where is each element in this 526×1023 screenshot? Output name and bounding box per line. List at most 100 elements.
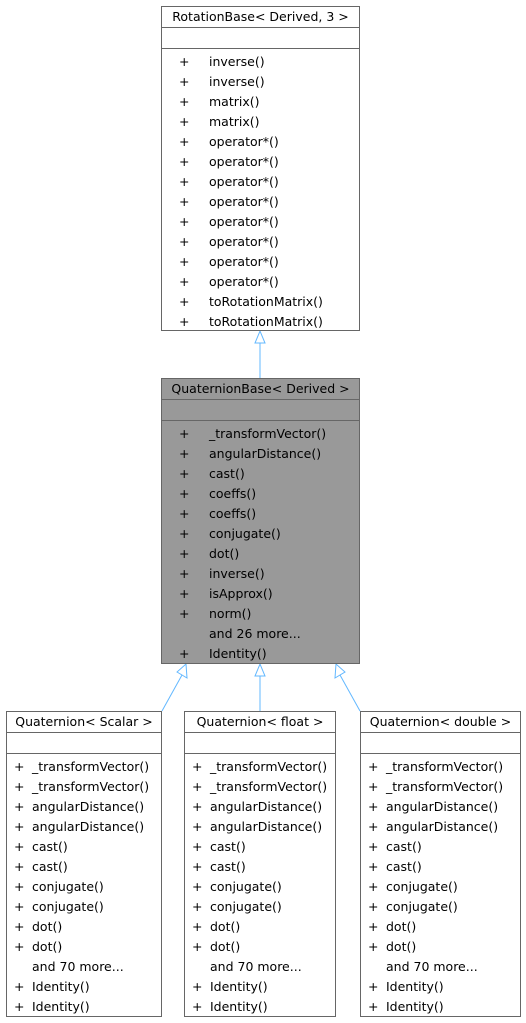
- member-row[interactable]: +dot(): [361, 937, 520, 957]
- visibility-marker: +: [179, 466, 190, 481]
- class-box-quaternion-double[interactable]: Quaternion< double > +_transformVector()…: [360, 711, 521, 1017]
- visibility-marker: +: [179, 486, 190, 501]
- member-row[interactable]: +inverse(): [162, 72, 359, 92]
- member-row[interactable]: +operator*(): [162, 132, 359, 152]
- class-box-quaternion-float[interactable]: Quaternion< float > +_transformVector()+…: [184, 711, 336, 1017]
- member-row[interactable]: +angularDistance(): [185, 797, 335, 817]
- visibility-marker: +: [179, 154, 190, 169]
- member-row[interactable]: +_transformVector(): [7, 777, 161, 797]
- member-row[interactable]: +Identity(): [185, 997, 335, 1017]
- member-row[interactable]: +Identity(): [185, 977, 335, 997]
- member-name: dot(): [210, 939, 241, 954]
- member-name: angularDistance(): [210, 819, 323, 834]
- class-box-quaternion-scalar[interactable]: Quaternion< Scalar > +_transformVector()…: [6, 711, 162, 1017]
- member-row[interactable]: +cast(): [185, 857, 335, 877]
- more-members-row[interactable]: and 26 more...: [162, 624, 359, 644]
- member-row[interactable]: + coeffs(): [162, 484, 359, 504]
- member-row[interactable]: +Identity(): [7, 977, 161, 997]
- member-row[interactable]: +conjugate(): [185, 897, 335, 917]
- member-name: conjugate(): [32, 899, 104, 914]
- visibility-marker: +: [179, 294, 190, 309]
- member-name: _transformVector(): [386, 779, 504, 794]
- member-row[interactable]: +coeffs(): [162, 504, 359, 524]
- member-row[interactable]: +conjugate(): [361, 897, 520, 917]
- member-row[interactable]: +dot(): [7, 937, 161, 957]
- member-row[interactable]: +cast(): [361, 837, 520, 857]
- edge-arrowhead-scalar: [176, 662, 188, 679]
- member-row[interactable]: +norm(): [162, 604, 359, 624]
- member-row[interactable]: +_transformVector(): [361, 777, 520, 797]
- attributes-compartment: [185, 733, 335, 754]
- member-row[interactable]: +conjugate(): [185, 877, 335, 897]
- member-row[interactable]: +_transformVector(): [162, 424, 359, 444]
- member-row[interactable]: +conjugate(): [361, 877, 520, 897]
- member-row[interactable]: +operator*(): [162, 252, 359, 272]
- member-row[interactable]: +Identity(): [361, 977, 520, 997]
- member-row[interactable]: +toRotationMatrix(): [162, 292, 359, 312]
- member-name: conjugate(): [209, 526, 281, 541]
- edge-scalar-to-quaternionbase: [161, 674, 183, 712]
- member-name: Identity(): [209, 646, 267, 661]
- visibility-marker: +: [192, 779, 203, 794]
- visibility-marker: +: [368, 999, 379, 1014]
- visibility-marker: +: [179, 114, 190, 129]
- member-name: inverse(): [209, 74, 265, 89]
- member-name: isApprox(): [209, 586, 273, 601]
- member-row[interactable]: +angularDistance(): [361, 817, 520, 837]
- visibility-marker: +: [14, 939, 25, 954]
- member-row[interactable]: +toRotationMatrix(): [162, 312, 359, 332]
- member-row[interactable]: +operator*(): [162, 212, 359, 232]
- member-row[interactable]: +_transformVector(): [361, 757, 520, 777]
- member-row[interactable]: +inverse(): [162, 564, 359, 584]
- member-row[interactable]: +_transformVector(): [185, 777, 335, 797]
- member-row[interactable]: +cast(): [185, 837, 335, 857]
- member-row[interactable]: +matrix(): [162, 112, 359, 132]
- class-box-rotationbase[interactable]: RotationBase< Derived, 3 > +inverse()+in…: [161, 6, 360, 331]
- member-row[interactable]: +operator*(): [162, 172, 359, 192]
- edge-arrowhead-float: [254, 662, 266, 677]
- member-row[interactable]: +dot(): [162, 544, 359, 564]
- member-name: operator*(): [209, 274, 279, 289]
- visibility-marker: +: [14, 839, 25, 854]
- member-row[interactable]: +conjugate(): [7, 897, 161, 917]
- more-members-row[interactable]: and 70 more...: [361, 957, 520, 977]
- member-name: conjugate(): [386, 879, 458, 894]
- member-row[interactable]: +operator*(): [162, 192, 359, 212]
- member-row[interactable]: +_transformVector(): [185, 757, 335, 777]
- more-members-row[interactable]: and 70 more...: [185, 957, 335, 977]
- member-row[interactable]: +conjugate(): [162, 524, 359, 544]
- member-name: _transformVector(): [32, 759, 150, 774]
- visibility-marker: +: [179, 314, 190, 329]
- more-members-row[interactable]: and 70 more...: [7, 957, 161, 977]
- member-row[interactable]: +_transformVector(): [7, 757, 161, 777]
- member-row[interactable]: +inverse(): [162, 52, 359, 72]
- member-row[interactable]: +angularDistance(): [7, 797, 161, 817]
- member-name: cast(): [209, 466, 245, 481]
- member-row[interactable]: +Identity(): [162, 644, 359, 664]
- member-row[interactable]: +dot(): [361, 917, 520, 937]
- member-row[interactable]: +isApprox(): [162, 584, 359, 604]
- member-row[interactable]: +cast(): [7, 857, 161, 877]
- member-row[interactable]: +cast(): [7, 837, 161, 857]
- member-row[interactable]: +operator*(): [162, 272, 359, 292]
- member-row[interactable]: +cast(): [361, 857, 520, 877]
- member-row[interactable]: +matrix(): [162, 92, 359, 112]
- member-row[interactable]: +dot(): [185, 937, 335, 957]
- member-row[interactable]: +operator*(): [162, 152, 359, 172]
- visibility-marker: +: [368, 899, 379, 914]
- member-row[interactable]: +Identity(): [7, 997, 161, 1017]
- member-row[interactable]: +operator*(): [162, 232, 359, 252]
- member-name: coeffs(): [209, 486, 257, 501]
- member-row[interactable]: +Identity(): [361, 997, 520, 1017]
- class-box-quaternionbase[interactable]: QuaternionBase< Derived > +_transformVec…: [161, 378, 360, 664]
- member-row[interactable]: +conjugate(): [7, 877, 161, 897]
- member-row[interactable]: +dot(): [7, 917, 161, 937]
- member-row[interactable]: +dot(): [185, 917, 335, 937]
- member-row[interactable]: + cast(): [162, 464, 359, 484]
- member-row[interactable]: +angularDistance(): [162, 444, 359, 464]
- class-title: Quaternion< double >: [361, 712, 520, 733]
- member-row[interactable]: +angularDistance(): [7, 817, 161, 837]
- member-row[interactable]: +angularDistance(): [361, 797, 520, 817]
- member-row[interactable]: +angularDistance(): [185, 817, 335, 837]
